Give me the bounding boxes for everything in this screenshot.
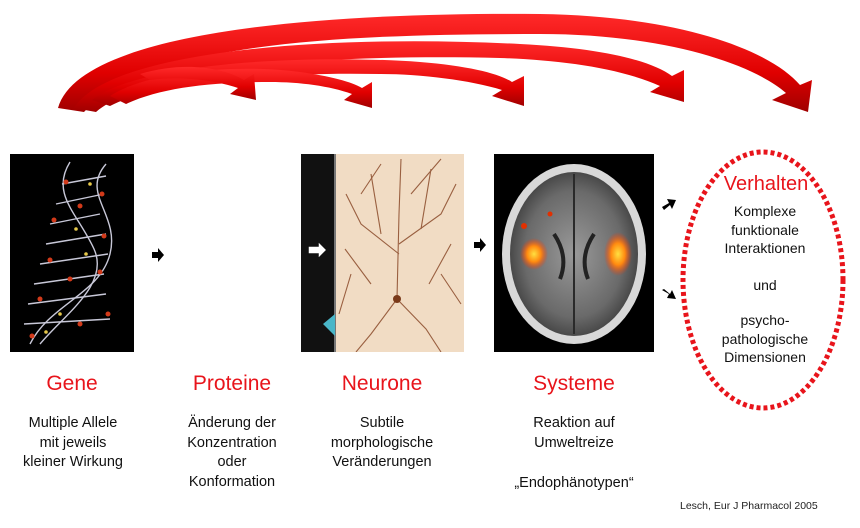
dna-molecule-image bbox=[10, 154, 134, 352]
curved-arrows bbox=[0, 0, 860, 140]
stage-desc-proteine: Änderung der Konzentration oder Konforma… bbox=[160, 414, 304, 492]
stage-title-gene: Gene bbox=[10, 372, 134, 396]
stage-desc-neurone: Subtile morphologische Veränderungen bbox=[312, 414, 452, 473]
black-arrow-icon bbox=[473, 238, 487, 252]
stage-desc-systeme: Reaktion auf Umweltreize bbox=[504, 414, 644, 453]
verhalten-text-2: und bbox=[690, 276, 840, 295]
verhalten-text-3: psycho- pathologische Dimensionen bbox=[690, 311, 840, 367]
stage-title-neurone: Neurone bbox=[320, 372, 444, 396]
citation: Lesch, Eur J Pharmacol 2005 bbox=[680, 500, 818, 512]
verhalten-text-1: Komplexe funktionale Interaktionen bbox=[690, 202, 840, 258]
stage-title-proteine: Proteine bbox=[170, 372, 294, 396]
stage-title-systeme: Systeme bbox=[512, 372, 636, 396]
brain-mri-image bbox=[494, 154, 654, 352]
verhalten-title: Verhalten bbox=[696, 173, 836, 196]
stage-desc-gene: Multiple Allele mit jeweils kleiner Wirk… bbox=[0, 414, 146, 473]
stage-extra-systeme: „Endophänotypen“ bbox=[494, 474, 654, 494]
black-arrow-icon bbox=[151, 248, 165, 262]
neuron-micrograph-image bbox=[301, 154, 464, 352]
white-arrow-icon bbox=[307, 240, 329, 260]
